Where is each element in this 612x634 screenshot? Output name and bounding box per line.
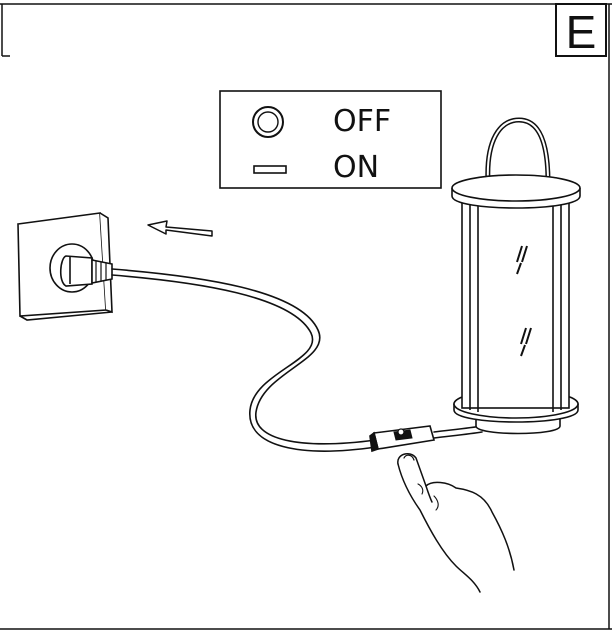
off-label: OFF (333, 104, 391, 139)
on-label: ON (333, 150, 379, 185)
lantern-icon (451, 117, 581, 435)
step-letter-box: E (555, 3, 607, 58)
circle-icon (252, 106, 284, 138)
arrow-left-icon (147, 220, 213, 237)
power-cord (111, 268, 483, 452)
dash-icon (253, 165, 287, 174)
page-frame (0, 3, 612, 630)
cord-switch-icon (369, 425, 436, 453)
switch-legend: OFF ON (219, 90, 442, 189)
step-letter: E (566, 6, 597, 58)
pointing-hand-icon (397, 453, 515, 593)
plug-icon (59, 255, 113, 287)
